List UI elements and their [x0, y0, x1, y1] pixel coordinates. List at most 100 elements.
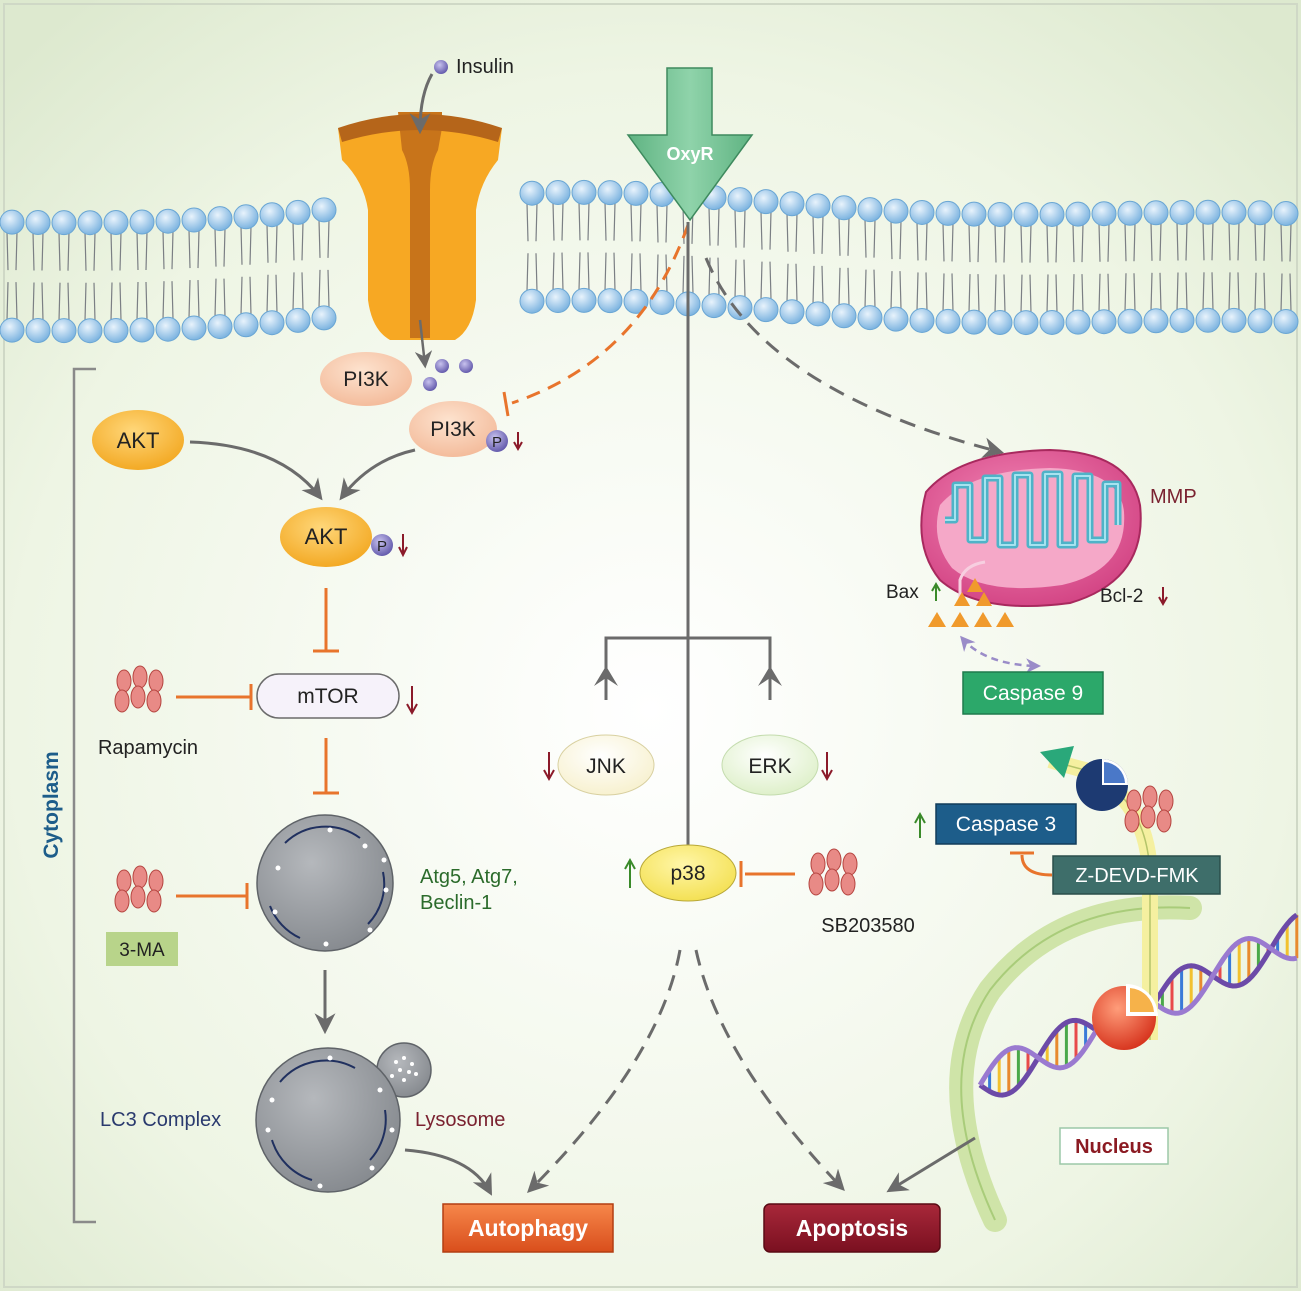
lipid-head-icon [207, 314, 233, 340]
autolysosome [255, 1042, 432, 1193]
insulin-molecule-icon [434, 60, 448, 74]
caspase9-box [962, 671, 1104, 715]
oxyr-inhibit-pi3k-dashed [511, 224, 690, 405]
lipid-head-icon [1195, 307, 1221, 333]
lipid-head-icon [1247, 308, 1273, 334]
rapamycin-label: Rapamycin [98, 737, 198, 759]
nucleus-box [1059, 1127, 1169, 1165]
bax-label: Bax [886, 582, 919, 603]
lipid-head-icon [311, 197, 337, 223]
akt-phospho-label: AKT [305, 524, 348, 549]
molecule-ellipse-icon [824, 868, 840, 892]
molecule-ellipse-icon [1140, 805, 1156, 829]
molecule-ellipse-icon [810, 852, 826, 876]
phospho-label: P [492, 434, 502, 451]
down-arrow-icon [398, 534, 408, 558]
mmp-label: MMP [1150, 486, 1197, 508]
down-arrow-icon [406, 686, 418, 716]
lipid-head-icon [1065, 309, 1091, 335]
lipid-head-icon [805, 301, 831, 327]
cell-membrane [0, 179, 1299, 344]
lipid-head-icon [1221, 307, 1247, 333]
lipid-head-icon [155, 316, 181, 342]
lipid-head-icon [883, 306, 909, 332]
lipid-head-icon [987, 201, 1013, 227]
lipid-head-icon [129, 209, 155, 235]
lipid-head-icon [129, 317, 155, 343]
autolysosome-to-autophagy-arrow [404, 1148, 492, 1196]
lipid-head-icon [259, 310, 285, 336]
akt-label: AKT [117, 428, 160, 453]
oxyr-label: OxyR [666, 144, 713, 164]
lipid-head-icon [727, 295, 753, 321]
molecule-ellipse-icon [1124, 809, 1140, 833]
lipid-head-icon [103, 210, 129, 236]
mtor-label: mTOR [297, 685, 358, 708]
pi3k-phospho-label: PI3K [430, 418, 476, 441]
lipid-head-icon [935, 308, 961, 334]
caspase3-label: Caspase 3 [956, 813, 1056, 836]
lipid-head-icon [1169, 199, 1195, 225]
lipid-head-icon [1013, 202, 1039, 228]
lipid-head-icon [233, 204, 259, 230]
p38-node [639, 844, 737, 902]
lipid-head-icon [1221, 199, 1247, 225]
autophagosome [256, 814, 394, 952]
lipid-head-icon [857, 197, 883, 223]
molecule-ellipse-icon [116, 669, 132, 693]
lipid-head-icon [545, 288, 571, 314]
lipid-head-icon [0, 317, 25, 343]
lipid-head-icon [285, 199, 311, 225]
inhibit-bar [502, 391, 510, 417]
beclin-label: Beclin-1 [420, 892, 492, 914]
lipid-head-icon [519, 288, 545, 314]
p38-to-autophagy-dashed [527, 949, 682, 1193]
lipid-head-icon [181, 315, 207, 341]
molecule-ellipse-icon [146, 689, 162, 713]
molecule-ellipse-icon [826, 848, 842, 872]
caspase3-box [935, 803, 1077, 845]
autophagy-box [442, 1203, 614, 1253]
molecule-ellipse-icon [130, 685, 146, 709]
mitochondrion [920, 448, 1142, 608]
pi3k-node [320, 352, 412, 406]
pi3k-to-aktp-arrow [339, 448, 416, 501]
lipid-head-icon [701, 293, 727, 319]
molecule-ellipse-icon [132, 665, 148, 689]
mtor-node [256, 673, 400, 719]
up-arrow-icon [931, 581, 941, 601]
insulin-receptor [338, 112, 502, 340]
insulin-exit-arrow [414, 319, 433, 369]
3ma-label: 3-MA [119, 940, 165, 961]
lipid-head-icon [1143, 308, 1169, 334]
akt-node [92, 410, 184, 470]
sb203580-label: SB203580 [821, 915, 914, 937]
up-arrow-icon [624, 857, 636, 888]
molecule-ellipse-icon [1156, 809, 1172, 833]
molecule-ellipse-icon [116, 869, 132, 893]
lipid-head-icon [1117, 200, 1143, 226]
molecule-ellipse-icon [132, 865, 148, 889]
phospho-badge-icon [486, 430, 508, 452]
lipid-head-icon [181, 207, 207, 233]
molecule-ellipse-icon [114, 889, 130, 913]
molecule-ellipse-icon [842, 852, 858, 876]
lipid-head-icon [311, 305, 337, 331]
oxyr-arrow [626, 67, 754, 222]
lipid-head-icon [597, 288, 623, 314]
nuclear-envelope-edge [960, 906, 1191, 1221]
lipid-head-icon [1091, 309, 1117, 335]
akt-phospho-node [280, 507, 372, 567]
lipid-head-icon [1039, 309, 1065, 335]
lc3-label: LC3 Complex [100, 1109, 221, 1131]
lipid-head-icon [259, 202, 285, 228]
molecule-ellipse-icon [1158, 789, 1174, 813]
cytoplasm-label: Cytoplasm [40, 751, 63, 858]
molecule-ellipse-icon [840, 872, 856, 896]
down-arrow-icon [513, 432, 523, 452]
molecule-ellipse-icon [148, 669, 164, 693]
lipid-head-icon [51, 210, 77, 236]
zdevd-inhibit-caspase3 [1020, 854, 1053, 877]
lipid-head-icon [25, 209, 51, 235]
